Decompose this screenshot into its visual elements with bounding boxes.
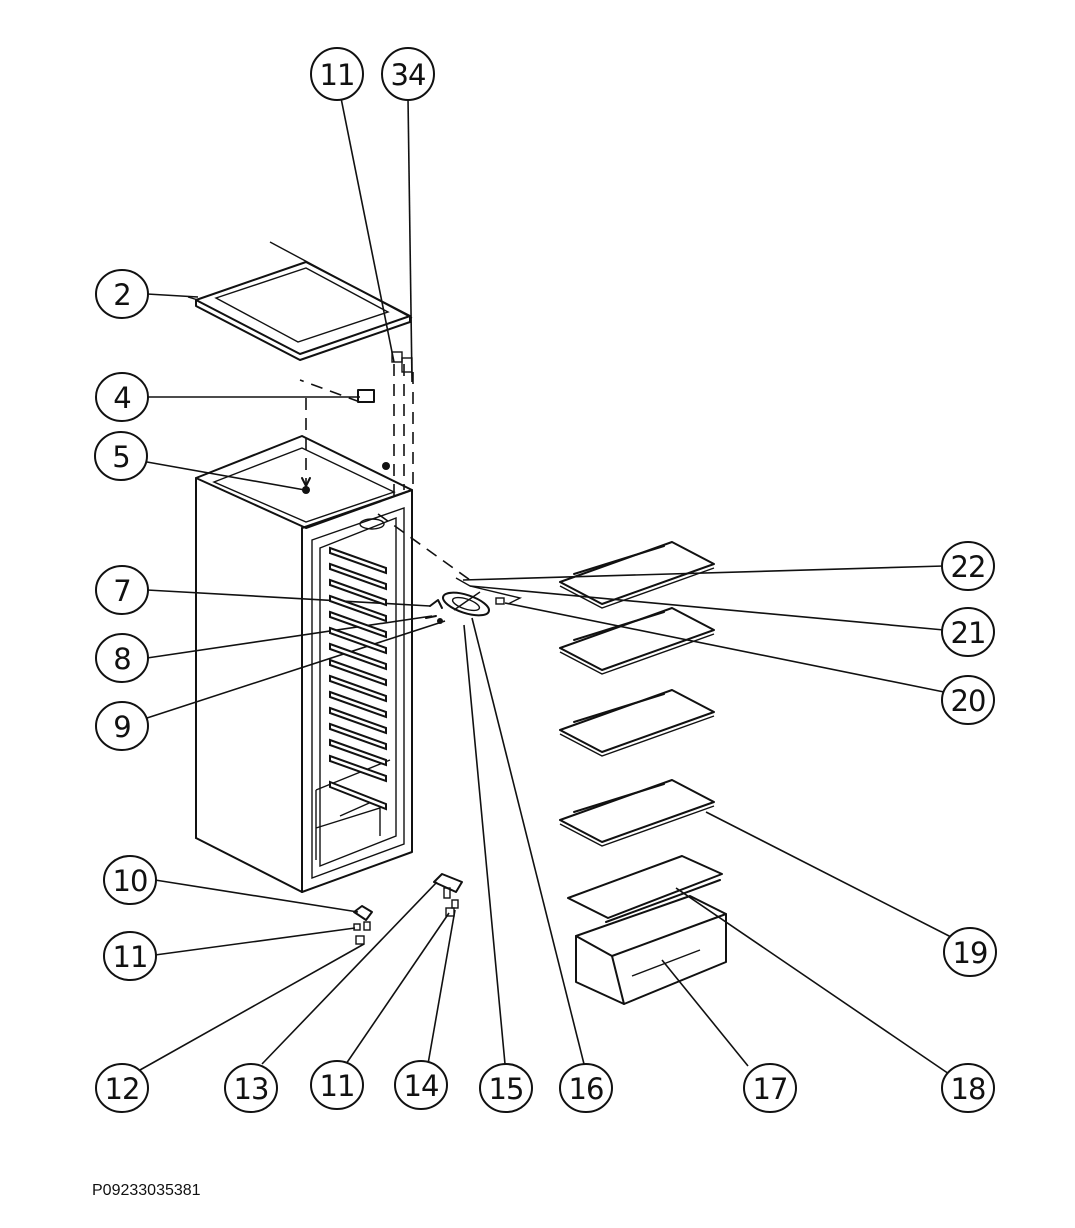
svg-text:20: 20 xyxy=(951,684,986,718)
top-cover xyxy=(187,241,413,361)
shelf-rail xyxy=(329,738,387,767)
document-code: P09233035381 xyxy=(92,1182,201,1199)
shelf-rails xyxy=(329,546,387,811)
shelf-rail xyxy=(329,642,387,671)
callout-18: 18 xyxy=(941,1063,995,1113)
shelf-rail xyxy=(329,562,387,591)
svg-text:34: 34 xyxy=(391,58,426,92)
callout-12: 12 xyxy=(95,1063,149,1113)
svg-text:19: 19 xyxy=(953,936,988,970)
svg-text:5: 5 xyxy=(112,440,129,474)
callout-11-left: 11 xyxy=(103,931,157,981)
callout-11-top: 11 xyxy=(310,47,364,101)
svg-text:18: 18 xyxy=(951,1072,986,1106)
callout-17: 17 xyxy=(743,1063,797,1113)
callout-21: 21 xyxy=(941,607,995,657)
shelf-rail xyxy=(329,578,387,607)
svg-text:7: 7 xyxy=(113,574,130,608)
shelf-rail xyxy=(329,546,387,575)
svg-text:2: 2 xyxy=(113,278,130,312)
glass-shelf xyxy=(559,689,715,757)
svg-text:9: 9 xyxy=(113,710,130,744)
svg-text:22: 22 xyxy=(951,550,986,584)
glass-shelf xyxy=(559,607,715,675)
glass-shelf xyxy=(559,541,715,609)
hinge-fixing-parts xyxy=(299,351,471,581)
svg-text:15: 15 xyxy=(489,1072,524,1106)
callouts: 11 34 2 4 5 7 8 9 xyxy=(94,47,997,1113)
svg-text:17: 17 xyxy=(753,1072,788,1106)
callout-8: 8 xyxy=(95,633,149,683)
shelf-rail xyxy=(329,594,387,623)
callout-22: 22 xyxy=(941,541,995,591)
callout-13: 13 xyxy=(224,1063,278,1113)
svg-text:11: 11 xyxy=(113,940,148,974)
leader-lines xyxy=(139,97,954,1077)
shelf-rail xyxy=(329,706,387,735)
callout-2: 2 xyxy=(95,269,149,319)
svg-text:4: 4 xyxy=(113,381,130,415)
svg-text:14: 14 xyxy=(404,1069,439,1103)
svg-text:21: 21 xyxy=(951,616,986,650)
callout-5: 5 xyxy=(94,431,148,481)
svg-text:11: 11 xyxy=(320,58,355,92)
svg-text:16: 16 xyxy=(569,1072,604,1106)
shelf-rail xyxy=(329,754,387,783)
shelf-rail xyxy=(329,674,387,703)
callout-16: 16 xyxy=(559,1063,613,1113)
shelf-rail xyxy=(329,722,387,751)
callout-7: 7 xyxy=(95,565,149,615)
svg-text:12: 12 xyxy=(105,1072,140,1106)
callout-4: 4 xyxy=(95,372,149,422)
callout-11-bottom: 11 xyxy=(310,1060,364,1110)
callout-14: 14 xyxy=(394,1060,448,1110)
callout-34: 34 xyxy=(381,47,435,101)
callout-19: 19 xyxy=(943,927,997,977)
shelf-rail xyxy=(329,610,387,639)
shelf-rail xyxy=(329,780,387,811)
callout-20: 20 xyxy=(941,675,995,725)
svg-text:11: 11 xyxy=(320,1069,355,1103)
cabinet-body xyxy=(195,435,413,893)
callout-15: 15 xyxy=(479,1063,533,1113)
svg-text:13: 13 xyxy=(234,1072,269,1106)
shelf-rail xyxy=(329,626,387,655)
thermostat-assembly xyxy=(425,577,523,624)
shelf-rail xyxy=(329,690,387,719)
bottom-hinges-and-feet xyxy=(353,873,463,945)
callout-10: 10 xyxy=(103,855,157,905)
svg-text:8: 8 xyxy=(113,642,130,676)
glass-shelf xyxy=(559,779,715,847)
callout-9: 9 xyxy=(95,701,149,751)
glass-shelves xyxy=(559,541,715,847)
shelf-rail xyxy=(329,658,387,687)
crisper-drawer-and-cover xyxy=(567,855,727,1005)
svg-text:10: 10 xyxy=(113,864,148,898)
